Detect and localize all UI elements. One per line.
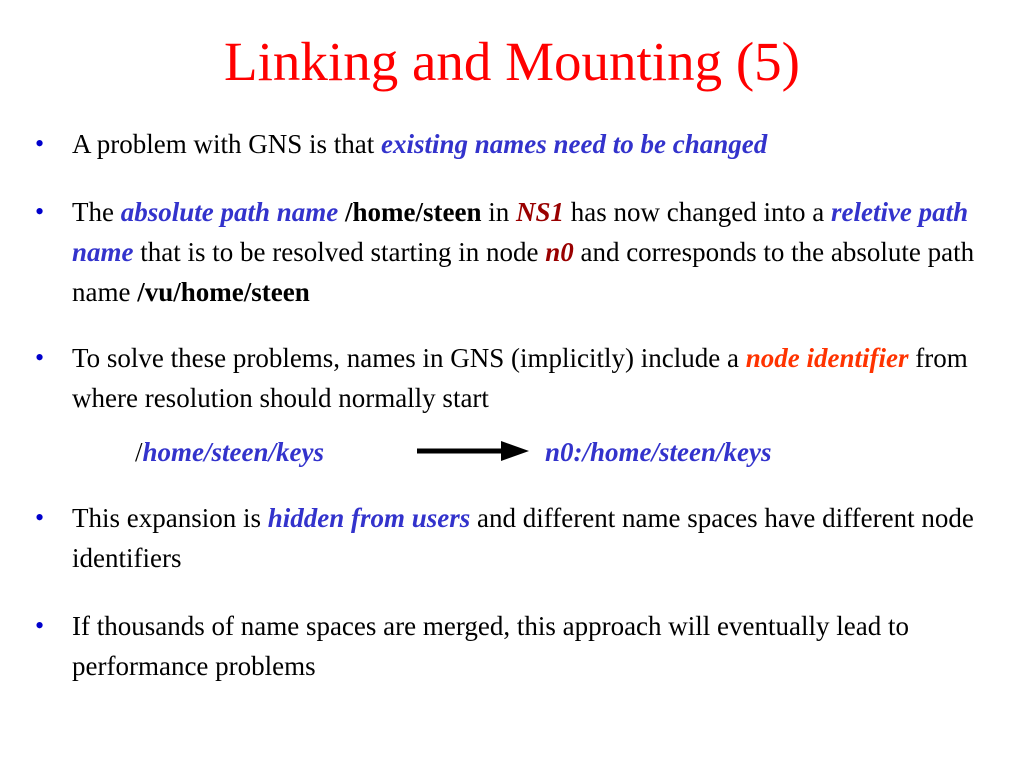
bullet-item-1: • A problem with GNS is that existing na… [33,124,993,164]
bullet-text: from where resolution should normally st… [72,343,968,413]
emphasis-text: existing names need to be changed [381,129,768,159]
bullet-text: To solve these problems, names in GNS (i… [72,343,746,373]
bullet-text: in [481,197,517,227]
bullet-icon: • [35,343,45,372]
emphasis-text: NS1 [516,197,565,227]
bullet-text: that is to be resolved starting in node [133,237,546,267]
slide-title: Linking and Mounting (5) [224,31,800,92]
bullet-text: If thousands of name spaces are merged, … [72,611,909,681]
bullet-icon: • [35,197,45,226]
expansion-example: /home/steen/keys n0:/home/steen/keys [33,432,993,472]
bullet-item-5: • If thousands of name spaces are merged… [33,606,993,686]
bullet-icon: • [35,129,45,158]
slash-text: / [135,437,143,467]
bullet-text: A problem with GNS is that [72,129,381,159]
bullet-icon: • [35,503,45,532]
bullet-text [338,197,345,227]
path-text: /vu/home/steen [137,277,310,307]
bullet-icon: • [35,611,45,640]
expansion-source: /home/steen/keys [135,432,324,472]
expanded-path: n0:/home/steen/keys [545,437,772,467]
bullet-text: and corresponds to the absolute path nam… [72,237,975,307]
bullet-text: This expansion is [72,503,268,533]
emphasis-text: hidden from users [267,503,471,533]
bullet-text: The [72,197,121,227]
right-arrow-icon [417,441,529,461]
bullet-list: • A problem with GNS is that existing na… [33,124,993,686]
bullet-text: has now changed into a [564,197,831,227]
bullet-item-4: • This expansion is hidden from users an… [33,498,993,578]
bullet-item-2: • The absolute path name /home/steen in … [33,192,993,312]
emphasis-text: node identifier [745,343,909,373]
emphasis-text: reletive path name [72,197,969,267]
emphasis-text: n0 [545,237,574,267]
source-path: home/steen/keys [142,437,324,467]
bullet-text: and different name spaces have different… [72,503,974,573]
bullet-item-3: • To solve these problems, names in GNS … [33,338,993,418]
emphasis-text: absolute path name [120,197,339,227]
path-text: /home/steen [345,197,482,227]
